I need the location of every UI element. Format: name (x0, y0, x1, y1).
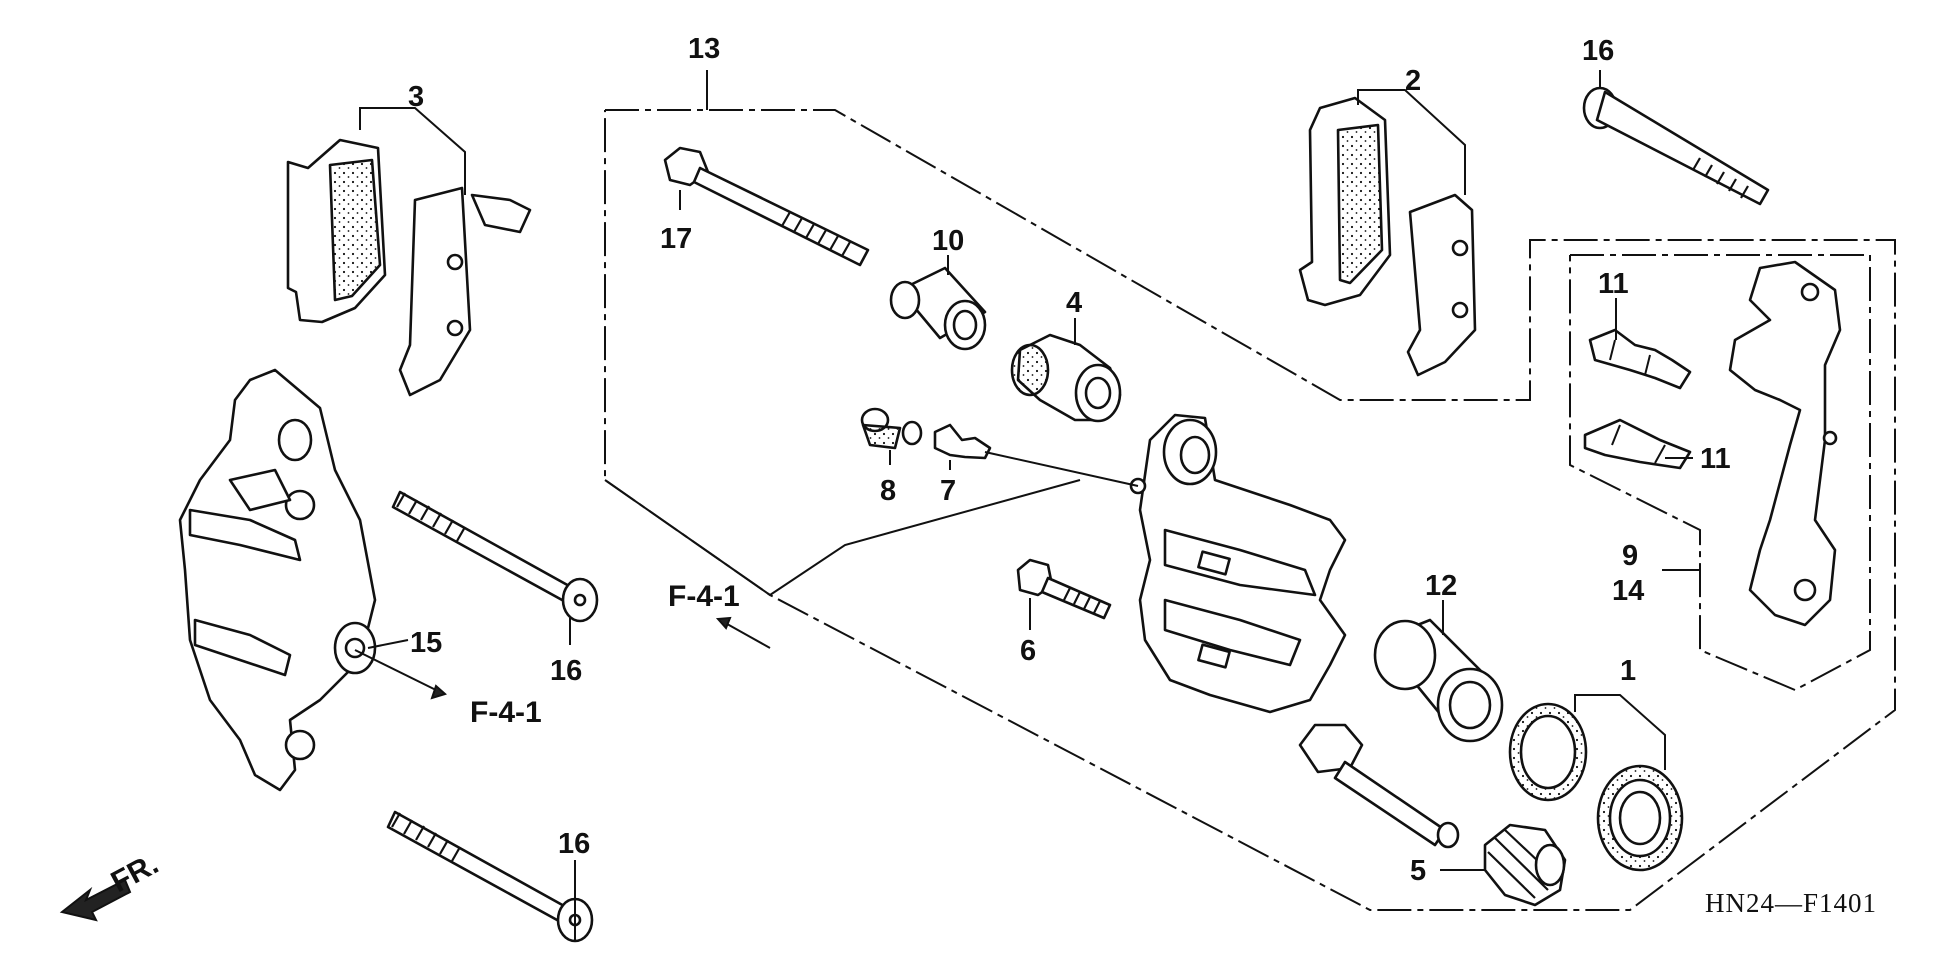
slide-pin (1298, 723, 1460, 849)
callout-11-bottom: 11 (1700, 443, 1731, 475)
callout-11-top: 11 (1598, 268, 1629, 300)
callout-13: 13 (688, 33, 720, 65)
callout-12: 12 (1425, 570, 1457, 602)
callout-15: 15 (410, 627, 442, 659)
caliper-assembly-part-15 (178, 368, 377, 792)
sleeve-part-10 (889, 266, 987, 351)
boot-part-4 (1010, 333, 1122, 423)
leader-lines (354, 70, 1700, 940)
dust-seal-part-1 (1596, 764, 1684, 872)
callout-16-bottom: 16 (558, 828, 590, 860)
callout-6: 6 (1020, 635, 1036, 667)
caliper-body (1129, 413, 1347, 714)
seal-ring (1508, 702, 1588, 802)
callout-16-top: 16 (1582, 35, 1614, 67)
front-direction-arrow (59, 878, 132, 922)
callout-16-middle: 16 (550, 655, 582, 687)
callout-3: 3 (408, 81, 424, 113)
bleeder-valve-part-7 (933, 423, 992, 460)
bolt-part-6 (1016, 558, 1112, 620)
reference-left: F-4-1 (470, 696, 542, 729)
brake-pad-part-3 (286, 138, 532, 397)
bleeder-cap-part-8 (860, 407, 923, 450)
reference-center: F-4-1 (668, 580, 740, 613)
pad-spring-part-11-top (1588, 328, 1692, 390)
callout-7: 7 (940, 475, 956, 507)
caliper-bracket-part-9-14 (1728, 260, 1842, 627)
callout-17: 17 (660, 223, 692, 255)
callout-1: 1 (1620, 655, 1636, 687)
callout-2: 2 (1405, 65, 1421, 97)
pad-spring-part-11-bottom (1583, 418, 1692, 470)
callout-4: 4 (1066, 287, 1082, 319)
callout-8: 8 (880, 475, 896, 507)
brake-pad-part-2 (1298, 96, 1477, 377)
bolt-part-17 (663, 146, 870, 267)
piston-part-12 (1373, 618, 1504, 743)
group-outline-9-14 (1569, 254, 1871, 692)
caliper-bolt-part-16-middle (391, 490, 599, 623)
callout-14: 14 (1612, 575, 1644, 607)
diagram-code: HN24—F1401 (1705, 888, 1877, 918)
callout-5: 5 (1410, 855, 1426, 887)
callout-10: 10 (932, 225, 964, 257)
callout-labels: 1 2 3 4 5 6 7 8 9 10 11 11 12 13 14 15 1… (408, 33, 1731, 887)
caliper-bolt-part-16-top (1582, 86, 1770, 206)
boot-part-5 (1483, 823, 1567, 907)
callout-9: 9 (1622, 540, 1638, 572)
